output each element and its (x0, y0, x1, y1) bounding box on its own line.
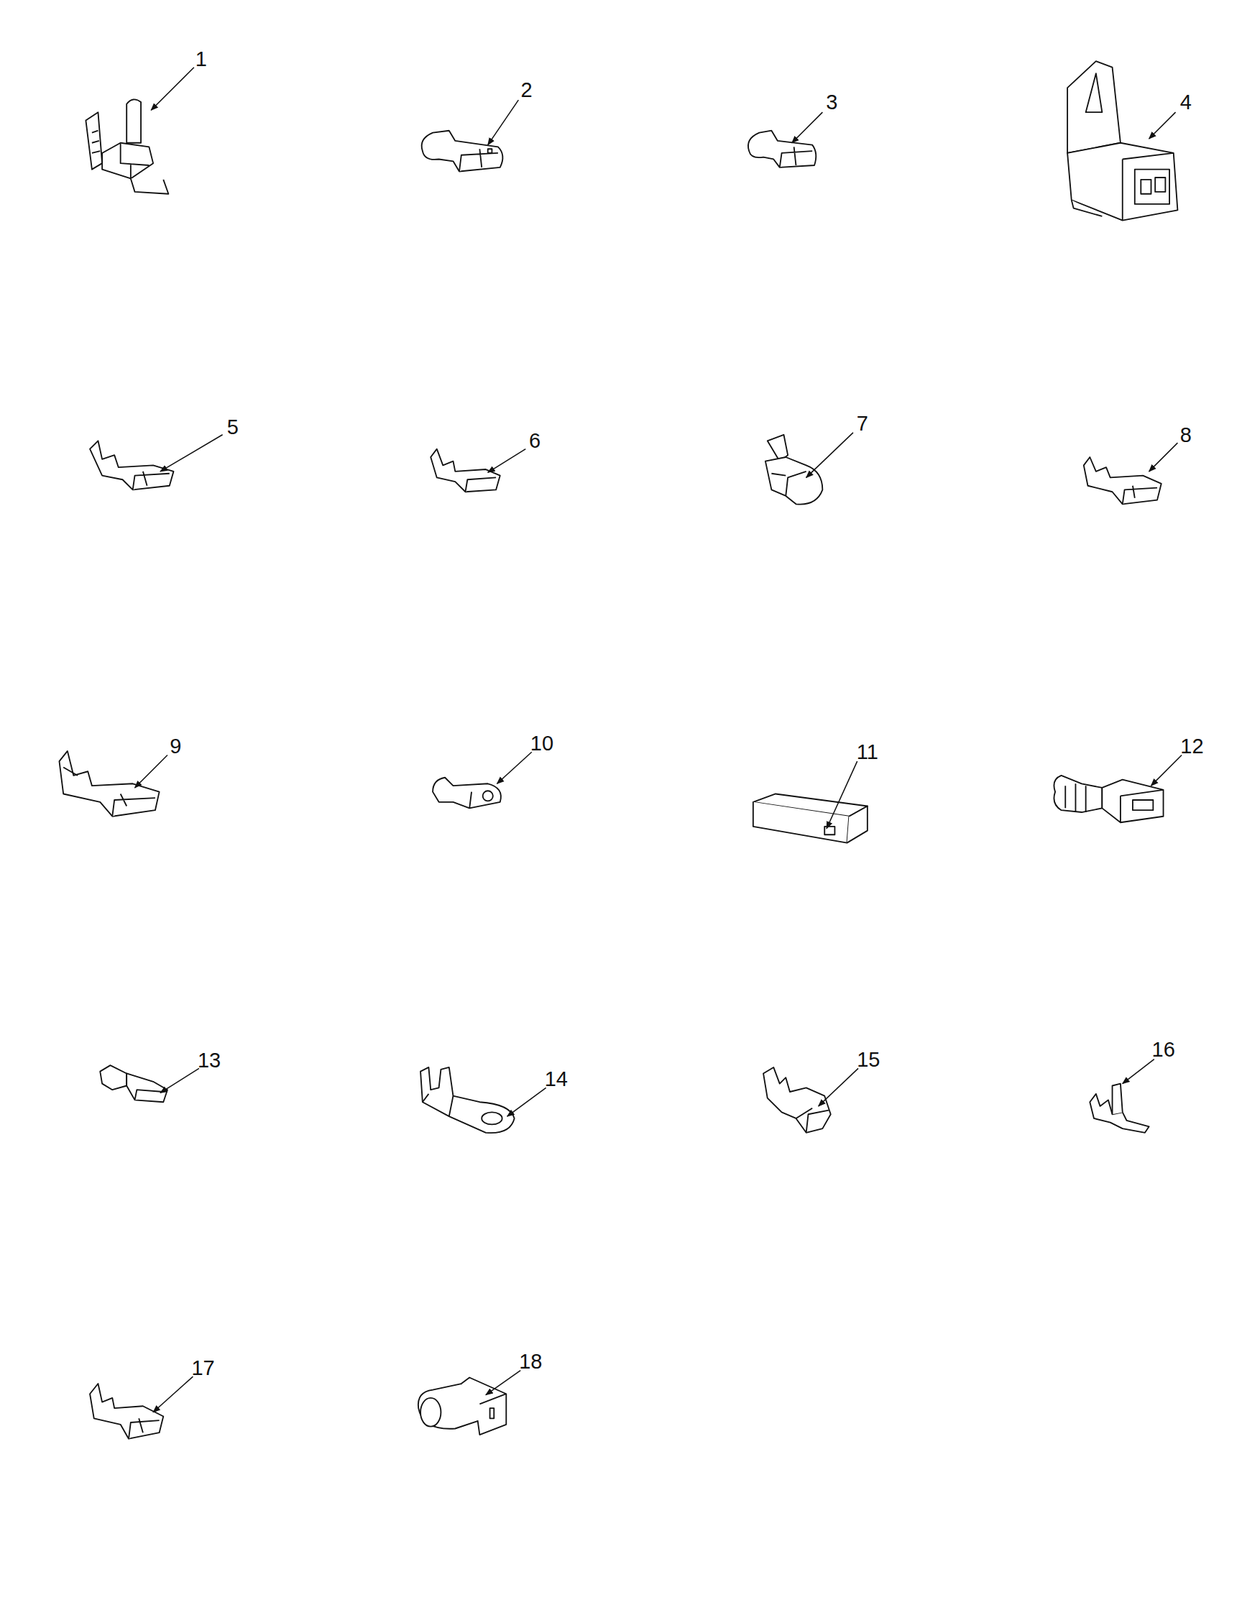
callout-number: 18 (518, 1351, 542, 1373)
callout-number: 17 (191, 1357, 215, 1378)
callout-number: 6 (529, 430, 541, 452)
callout-number: 12 (1180, 735, 1204, 757)
callout-number: 2 (521, 79, 533, 100)
callout-number: 16 (1152, 1038, 1176, 1060)
callout-number: 10 (530, 732, 554, 754)
callout-number: 15 (856, 1048, 880, 1070)
callout-number: 11 (856, 741, 879, 763)
callout-number: 1 (195, 48, 207, 70)
callout-number: 9 (169, 735, 182, 757)
callout-number: 5 (227, 416, 239, 437)
callout-number: 3 (825, 91, 838, 113)
callout-number: 8 (1180, 424, 1192, 445)
callout-number: 14 (544, 1068, 568, 1089)
callout-number: 4 (1180, 91, 1192, 113)
callout-number: 13 (197, 1050, 221, 1071)
callout-number: 7 (856, 413, 869, 435)
